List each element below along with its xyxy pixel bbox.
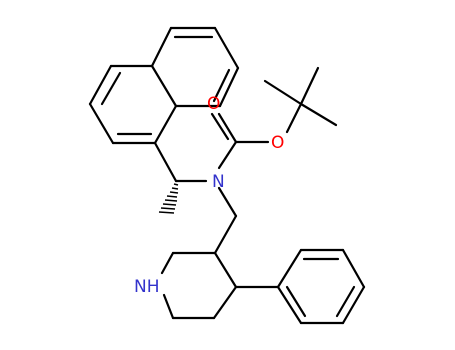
oxygen-atom-carbonyl: O [207, 94, 220, 114]
oxygen-atom-ester: O [271, 133, 284, 153]
naphthalene-lower-ring [88, 64, 178, 145]
methylene-linker [213, 186, 238, 255]
naphthalene-upper-ring [150, 26, 240, 108]
tert-butyl-group [263, 66, 338, 134]
nitrogen-atom-amide: N [212, 172, 225, 192]
carbamate-group [210, 112, 270, 170]
nitrogen-atom-piperidine: NH [134, 277, 160, 297]
chiral-center [153, 141, 208, 183]
phenyl-ring [234, 248, 366, 325]
hashed-wedge-bond [158, 183, 179, 214]
piperidine-ring [160, 251, 238, 320]
